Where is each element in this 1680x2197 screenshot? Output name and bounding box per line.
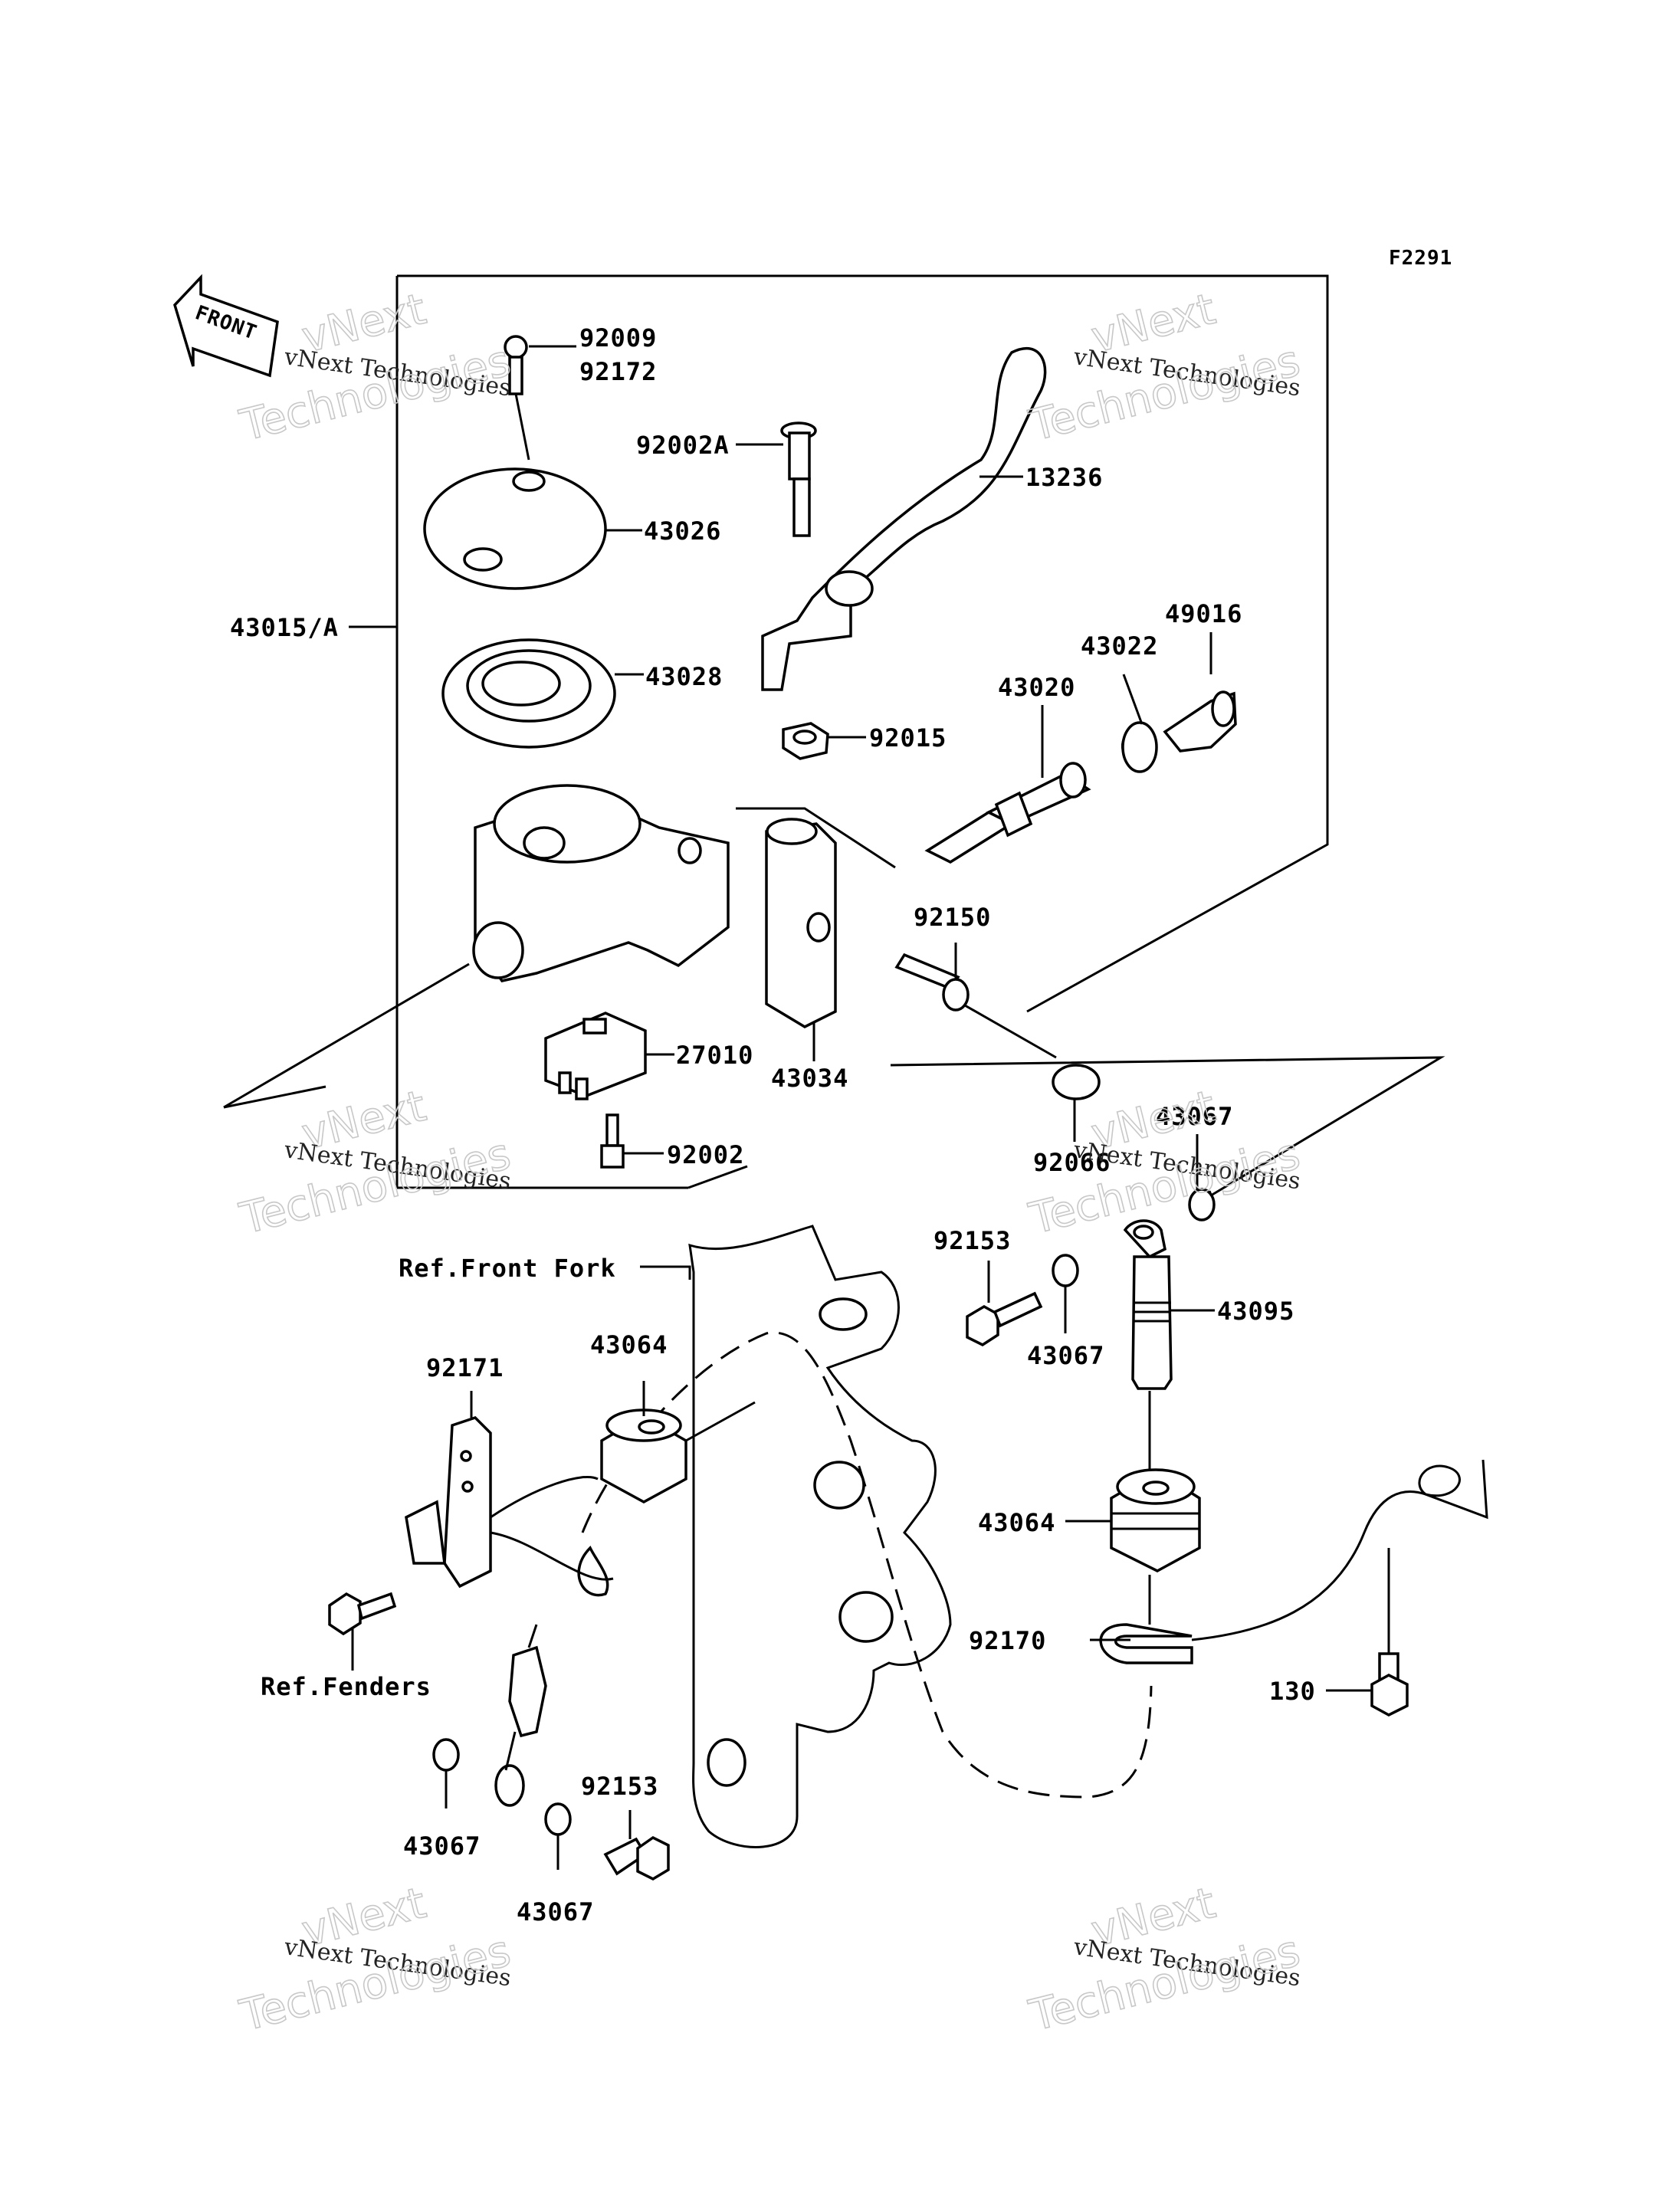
- brake-hose: [577, 1331, 1153, 1799]
- label-92153-b: 92153: [581, 1772, 658, 1801]
- label-43064-b: 43064: [978, 1508, 1055, 1537]
- clamp-43034: [765, 818, 837, 1028]
- svg-text:Technologies: Technologies: [235, 1926, 516, 2041]
- screw-92002: [600, 1113, 625, 1169]
- label-43067-d: 43067: [517, 1897, 594, 1926]
- brake-lever-13236: [761, 346, 1047, 691]
- boot-49016: [1163, 690, 1237, 753]
- banjo-hose-43095: [1123, 1219, 1173, 1390]
- washer-43067-a: [1188, 1188, 1216, 1221]
- label-92009: 92009: [579, 323, 657, 353]
- switch-27010: [544, 1012, 647, 1100]
- svg-text:Technologies: Technologies: [1025, 336, 1305, 451]
- label-43026: 43026: [644, 516, 721, 546]
- label-92153-a: 92153: [934, 1226, 1011, 1255]
- label-43034: 43034: [771, 1064, 848, 1093]
- svg-text:Technologies: Technologies: [1025, 1129, 1305, 1244]
- clip-92170: [1099, 1459, 1488, 1664]
- assembly-outline: [223, 274, 1445, 1201]
- label-43095: 43095: [1217, 1297, 1294, 1326]
- grommet-43064-a: [600, 1408, 687, 1503]
- label-92015: 92015: [869, 723, 947, 753]
- label-43067-a: 43067: [1156, 1102, 1233, 1131]
- figure-code: F2291: [1389, 247, 1452, 270]
- label-92171: 92171: [426, 1353, 504, 1382]
- label-43067-b: 43067: [1027, 1341, 1104, 1370]
- watermark-bottom-left: vNext vNext Technologies Technologies: [235, 1877, 516, 2041]
- circlip-43022: [1121, 721, 1158, 773]
- label-27010: 27010: [676, 1041, 753, 1070]
- diaphragm-43028: [441, 638, 616, 749]
- label-92170: 92170: [969, 1626, 1046, 1655]
- svg-text:Technologies: Technologies: [235, 336, 516, 451]
- master-cylinder-body: [472, 784, 730, 982]
- svg-text:Technologies: Technologies: [235, 1129, 516, 1244]
- screw-92150: [894, 953, 970, 1012]
- grommet-43064-b: [1110, 1468, 1201, 1572]
- nut-92015: [782, 722, 829, 760]
- svg-text:Technologies: Technologies: [1025, 1926, 1305, 2041]
- bolt-92153-b: [603, 1835, 670, 1881]
- watermark-bottom-right: vNext vNext Technologies Technologies: [1024, 1877, 1305, 2041]
- front-fork: [688, 1225, 952, 1848]
- label-92066: 92066: [1033, 1148, 1111, 1177]
- bolt-92153-a: [966, 1291, 1043, 1347]
- reservoir-cap-43026: [423, 467, 607, 590]
- piston-assembly-43020: [924, 762, 1091, 864]
- label-43015A: 43015/A: [230, 613, 339, 642]
- washer-43067-c: [432, 1738, 460, 1772]
- label-130: 130: [1269, 1677, 1316, 1706]
- label-92150: 92150: [914, 903, 991, 932]
- cap-92066: [1052, 1064, 1101, 1100]
- label-43022: 43022: [1081, 631, 1158, 661]
- screw-92009: [504, 335, 530, 461]
- washer-43067-d: [544, 1802, 572, 1836]
- label-92172: 92172: [579, 357, 657, 386]
- bolt-130: [1370, 1652, 1409, 1717]
- watermark-middle-left: vNext vNext Technologies Technologies: [235, 1080, 516, 1244]
- label-92002: 92002: [667, 1140, 744, 1169]
- banjo-fitting-lower: [494, 1645, 547, 1807]
- bracket-92171: [405, 1415, 614, 1589]
- washer-43067-b: [1052, 1254, 1079, 1287]
- label-43064-a: 43064: [590, 1330, 668, 1359]
- front-arrow-icon: FRONT: [173, 274, 279, 378]
- label-ref-fenders: Ref.Fenders: [261, 1672, 431, 1701]
- label-49016: 49016: [1165, 599, 1242, 628]
- pivot-bolt-92002A: [780, 421, 817, 537]
- label-ref-front-fork: Ref.Front Fork: [399, 1254, 616, 1283]
- watermark-top-right: vNext vNext Technologies Technologies: [1024, 284, 1305, 451]
- label-43028: 43028: [645, 662, 723, 691]
- label-13236: 13236: [1025, 463, 1103, 492]
- watermark-top-left: vNext vNext Technologies Technologies: [235, 284, 516, 451]
- label-92002A: 92002A: [636, 431, 730, 460]
- label-43020: 43020: [998, 673, 1075, 702]
- fender-bolt: [328, 1592, 397, 1636]
- label-43067-c: 43067: [403, 1831, 481, 1861]
